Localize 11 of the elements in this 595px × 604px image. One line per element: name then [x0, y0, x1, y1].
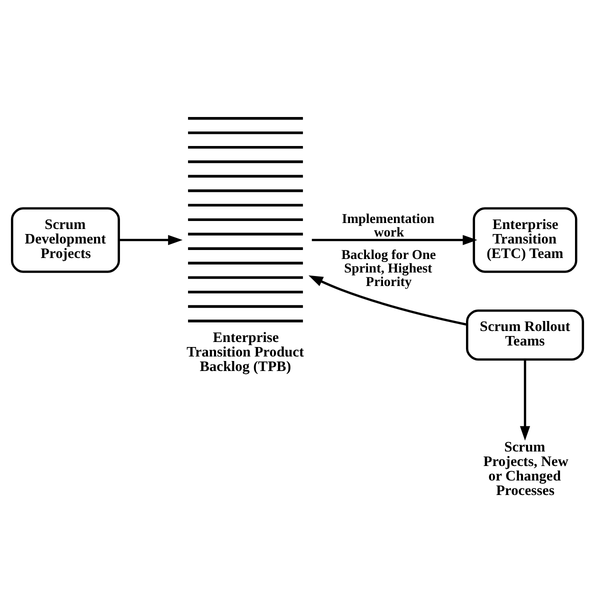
- arrow: [312, 234, 478, 246]
- edge-label: Implementation work: [342, 210, 434, 240]
- arrow: [118, 234, 183, 246]
- node-box: Scrum Development Projects: [10, 207, 120, 273]
- edge-label: Backlog for One Sprint, Highest Priority: [341, 247, 436, 290]
- node-text: Enterprise Transition Product Backlog (TPB): [186, 330, 304, 376]
- node-box: Scrum Rollout Teams: [466, 309, 584, 361]
- arrow: [308, 275, 468, 326]
- node-text: Scrum Projects, New or Changed Processes: [483, 440, 568, 499]
- node-box: Enterprise Transition (ETC) Team: [472, 207, 578, 273]
- arrow: [520, 360, 530, 441]
